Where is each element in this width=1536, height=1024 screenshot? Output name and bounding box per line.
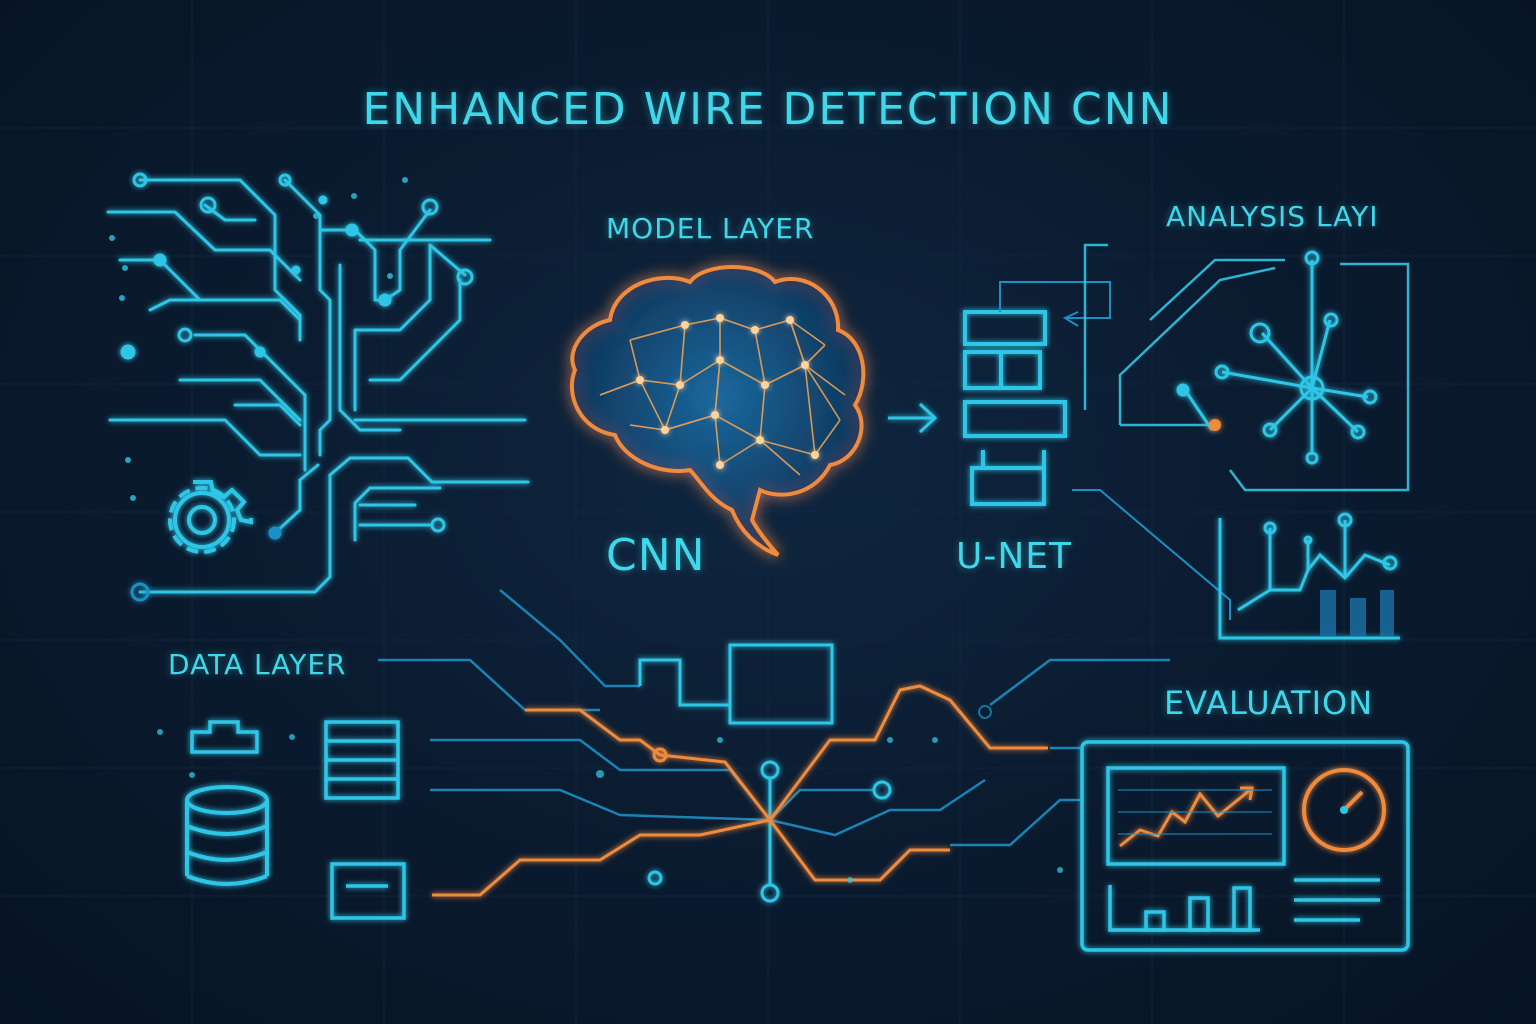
- wire-lines-orange: [432, 684, 1048, 897]
- analysis-accent-node: [1209, 419, 1221, 431]
- unet-diagram: [963, 310, 1067, 506]
- analysis-layer-label: ANALYSIS LAYI: [1166, 200, 1379, 233]
- gauge-icon: [1302, 768, 1386, 852]
- model-layer-label: MODEL LAYER: [606, 212, 815, 245]
- table-icon: [324, 720, 400, 800]
- circuit-lines-lower-left: [138, 456, 530, 594]
- database-icon: [185, 785, 269, 886]
- wire-lines-cyan: [638, 643, 892, 903]
- circuit-nodes-lower-left: [130, 517, 446, 602]
- cnn-label: CNN: [606, 530, 706, 581]
- scatter-dots-bottom: [157, 705, 1063, 883]
- data-layer-label: DATA LAYER: [168, 648, 347, 681]
- card-icon: [330, 862, 406, 920]
- network-icon: [1176, 250, 1378, 465]
- chart-bars: [1320, 590, 1394, 636]
- scatter-dots-left: [109, 177, 408, 501]
- gear-icon: [168, 480, 253, 554]
- line-chart-icon: [1119, 786, 1254, 848]
- analysis-frame: [1083, 243, 1410, 492]
- wire-lines-blue: [378, 589, 1170, 847]
- evaluation-label: EVALUATION: [1164, 684, 1374, 722]
- folder-icon: [190, 720, 259, 754]
- gauge-center: [1340, 806, 1348, 814]
- arrow-right-icon: [888, 402, 938, 434]
- unet-connectors: [999, 281, 1231, 620]
- circuit-tree-icon: [106, 178, 527, 472]
- chart-icon: [1218, 512, 1400, 640]
- page-title: ENHANCED WIRE DETECTION CNN: [362, 84, 1174, 135]
- chart-grid-lines: [1118, 789, 1272, 835]
- brain-icon: [569, 265, 866, 557]
- brain-nodes: [636, 314, 819, 469]
- unet-label: U-NET: [956, 536, 1073, 577]
- dashboard-panel: [1080, 740, 1410, 952]
- circuit-nodes: [120, 172, 474, 360]
